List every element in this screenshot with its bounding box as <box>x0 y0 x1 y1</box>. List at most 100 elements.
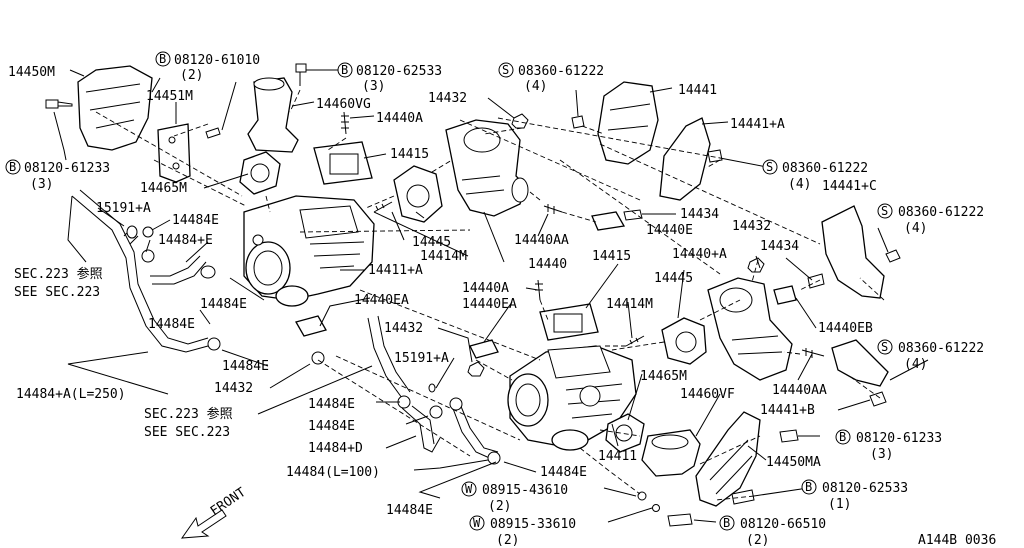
label-14440E: 14440E <box>646 223 693 238</box>
label-14445-b: 14445 <box>654 271 693 286</box>
diagram-ref-code: A144B 0036 <box>918 533 996 548</box>
stud-icon <box>801 348 825 358</box>
screw-mark: S <box>881 204 888 218</box>
label-14415-b: 14415 <box>592 249 631 264</box>
bolt-icon <box>295 63 307 86</box>
bolt-mark: B <box>159 52 166 66</box>
label-14460VF: 14460VF <box>680 387 735 402</box>
bracket-14440EA <box>469 339 499 359</box>
qty-08120-62533: (3) <box>362 79 385 94</box>
bolt-symbol-icon <box>801 479 817 495</box>
qty-08915-43610: (2) <box>488 499 511 514</box>
label-08120-62533-b: 08120-62533 <box>822 481 908 496</box>
label-14465M-a: 14465M <box>140 181 187 196</box>
label-14484E-d: 14484E <box>222 359 269 374</box>
bolt-icon <box>779 429 799 443</box>
screw-symbol-icon <box>877 203 893 219</box>
label-15191A-a: 15191+A <box>96 201 151 216</box>
label-08915-43610: 08915-43610 <box>482 483 568 498</box>
label-14484D: 14484+D <box>308 441 363 456</box>
label-14440A-a: 14440A <box>376 111 423 126</box>
label-14450MA: 14450MA <box>766 455 821 470</box>
label-14434-a: 14434 <box>680 207 719 222</box>
qty-08360-61222-a: (4) <box>524 79 547 94</box>
turbocharger-14411 <box>507 345 637 451</box>
label-sec223-en-a: SEE SEC.223 <box>14 285 100 300</box>
label-14441: 14441 <box>678 83 717 98</box>
label-14440A-b: 14440A <box>462 281 509 296</box>
bolt-icon <box>45 99 73 109</box>
label-08915-33610: 08915-33610 <box>490 517 576 532</box>
bolt-mark: B <box>341 63 348 77</box>
bolt-mark: B <box>9 160 16 174</box>
washer-mark: W <box>465 482 473 496</box>
screw-mark: S <box>502 63 509 77</box>
washer-icon <box>652 504 660 512</box>
front-arrow: FRONT <box>180 485 249 539</box>
heat-shield-14441B <box>831 339 889 387</box>
label-14432-c: 14432 <box>384 321 423 336</box>
label-08120-62533: 08120-62533 <box>356 64 442 79</box>
label-14450M: 14450M <box>8 65 55 80</box>
stud-icon <box>543 204 563 214</box>
bolt-icon <box>205 127 221 139</box>
heat-shield-14450MA <box>695 411 761 507</box>
screw-symbol-icon <box>877 339 893 355</box>
bolt-icon <box>707 149 723 163</box>
label-08360-61222-a: 08360-61222 <box>518 64 604 79</box>
qty-08120-61010: (2) <box>180 68 203 83</box>
label-14451M: 14451M <box>146 89 193 104</box>
label-14434-b: 14434 <box>760 239 799 254</box>
label-14441C: 14441+C <box>822 179 877 194</box>
washer-symbol-icon <box>461 481 477 497</box>
stud-icon <box>373 201 393 213</box>
label-14441B: 14441+B <box>760 403 815 418</box>
label-14414M-a: 14414M <box>420 249 467 264</box>
label-14484E-c: 14484E <box>148 317 195 332</box>
label-14484E-e: 14484E <box>308 397 355 412</box>
washer-symbol-icon <box>469 515 485 531</box>
label-14484pE: 14484+E <box>158 233 213 248</box>
hoses-lower <box>367 315 501 465</box>
bolt-icon <box>667 513 693 527</box>
label-14415-a: 14415 <box>390 147 429 162</box>
nut-icon <box>511 113 529 129</box>
label-14440EA-b: 14440EA <box>462 297 517 312</box>
label-14460VG: 14460VG <box>316 97 371 112</box>
stud-icon <box>341 111 349 135</box>
screw-mark: S <box>766 160 773 174</box>
elbow-pipe-14460VG <box>247 77 299 153</box>
heat-shield-14450M <box>77 65 153 151</box>
label-sec223-en-b: SEE SEC.223 <box>144 425 230 440</box>
label-14414M-b: 14414M <box>606 297 653 312</box>
qty-08360-61222-d: (4) <box>904 357 927 372</box>
bolt-icon <box>869 391 887 407</box>
label-08120-66510: 08120-66510 <box>740 517 826 532</box>
qty-08120-61233-a: (3) <box>30 177 53 192</box>
label-15191A-b: 15191+A <box>394 351 449 366</box>
label-14411A: 14411+A <box>368 263 423 278</box>
label-14484E-h: 14484E <box>386 503 433 518</box>
label-14440AA-a: 14440AA <box>514 233 569 248</box>
hoses-left <box>71 189 325 365</box>
label-14440AA-b: 14440AA <box>772 383 827 398</box>
bolt-icon <box>807 273 825 289</box>
bolt-symbol-icon <box>835 429 851 445</box>
bolt-icon <box>885 249 901 263</box>
nut-icon <box>747 257 765 273</box>
stud-icon <box>625 335 645 347</box>
qty-08915-33610: (2) <box>496 533 519 548</box>
label-14484AL250: 14484+A(L=250) <box>16 387 126 402</box>
label-08360-61222-b: 08360-61222 <box>782 161 868 176</box>
label-14440pA: 14440+A <box>672 247 727 262</box>
label-14484-L100: 14484(L=100) <box>286 465 380 480</box>
qty-08120-62533-b: (1) <box>828 497 851 512</box>
qty-08120-61233-b: (3) <box>870 447 893 462</box>
label-sec223-jp-b: SEC.223 参照 <box>144 406 233 422</box>
front-arrow-icon <box>180 509 227 539</box>
label-08120-61233-a: 08120-61233 <box>24 161 110 176</box>
label-14440EB: 14440EB <box>818 321 873 336</box>
label-14445-a: 14445 <box>412 235 451 250</box>
label-14484E-a: 14484E <box>172 213 219 228</box>
